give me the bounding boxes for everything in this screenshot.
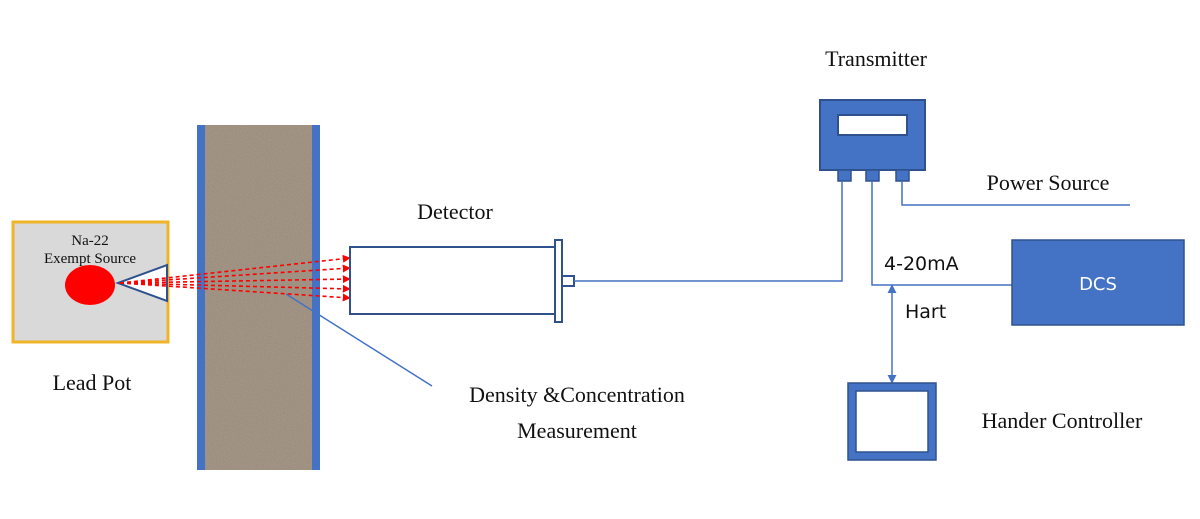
measurement-label-line1: Density &Concentration — [469, 382, 685, 407]
beam-ray — [119, 282, 351, 302]
measurement-leader-line — [285, 293, 433, 387]
radiation-source — [65, 265, 115, 305]
dcs-unit: DCS — [1011, 239, 1185, 326]
detector — [349, 239, 575, 323]
transmitter-terminal — [865, 169, 880, 182]
current-signal-label: 4-20mA — [884, 253, 959, 275]
hander-controller-screen — [855, 390, 929, 453]
detector-cable — [574, 181, 843, 282]
pipe-wall-left — [197, 125, 205, 470]
source-label-line2: Exempt Source — [44, 251, 136, 267]
transmitter-terminal — [837, 169, 852, 182]
dcs-box — [1011, 239, 1185, 326]
power-source-label: Power Source — [987, 170, 1110, 195]
hart-label: Hart — [905, 301, 946, 323]
radiation-beam — [119, 254, 351, 302]
detector-connector — [561, 275, 575, 287]
dcs-label: DCS — [1079, 274, 1117, 295]
power-cable — [901, 181, 1130, 206]
beam-ray — [119, 254, 351, 284]
pipe-wall-right — [312, 125, 320, 470]
signal-cable — [871, 181, 1012, 286]
beam-ray — [119, 275, 351, 284]
detector-body — [349, 246, 556, 315]
transmitter — [819, 99, 926, 182]
pipe-section — [197, 125, 320, 470]
hander-controller — [847, 382, 937, 461]
wiring — [574, 181, 1130, 384]
lead-pot-label: Lead Pot — [53, 370, 132, 395]
beam-ray — [119, 264, 351, 284]
transmitter-label: Transmitter — [825, 46, 928, 71]
measurement-label-line2: Measurement — [517, 418, 637, 443]
transmitter-terminal — [895, 169, 910, 182]
beam-ray — [119, 282, 351, 293]
pipe-contents — [204, 125, 312, 470]
hander-controller-label: Hander Controller — [982, 408, 1143, 433]
source-label-line1: Na-22 — [71, 233, 109, 249]
detector-label: Detector — [417, 199, 493, 224]
detector-end-plate — [554, 239, 563, 323]
transmitter-display — [837, 114, 908, 136]
